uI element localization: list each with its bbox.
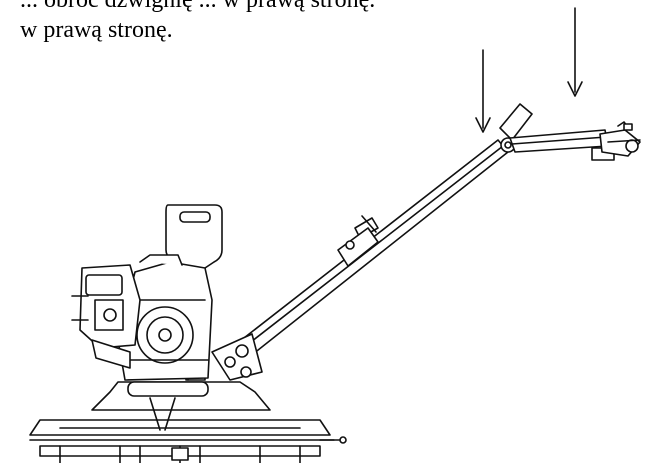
handle-grip [500, 104, 608, 152]
engine [118, 255, 212, 380]
instruction-text-content: w prawą stronę. [20, 17, 173, 43]
handle-pivot-bracket [212, 334, 262, 380]
engine-tank [72, 265, 140, 368]
trowel-blades [40, 437, 346, 463]
handle-clamp [338, 216, 378, 266]
handle-lever-arrow [476, 50, 490, 132]
instruction-text: w prawą stronę. [20, 18, 173, 42]
handle-lever [592, 122, 640, 160]
handle-end-arrow [568, 8, 582, 96]
cropped-text: ... obróć dźwignię ... w prawą stronę. [20, 0, 376, 13]
handle-tube [235, 140, 508, 358]
trowel-base [30, 382, 334, 440]
cropped-text-line: ... obróć dźwignię ... w prawą stronę. [20, 0, 375, 12]
